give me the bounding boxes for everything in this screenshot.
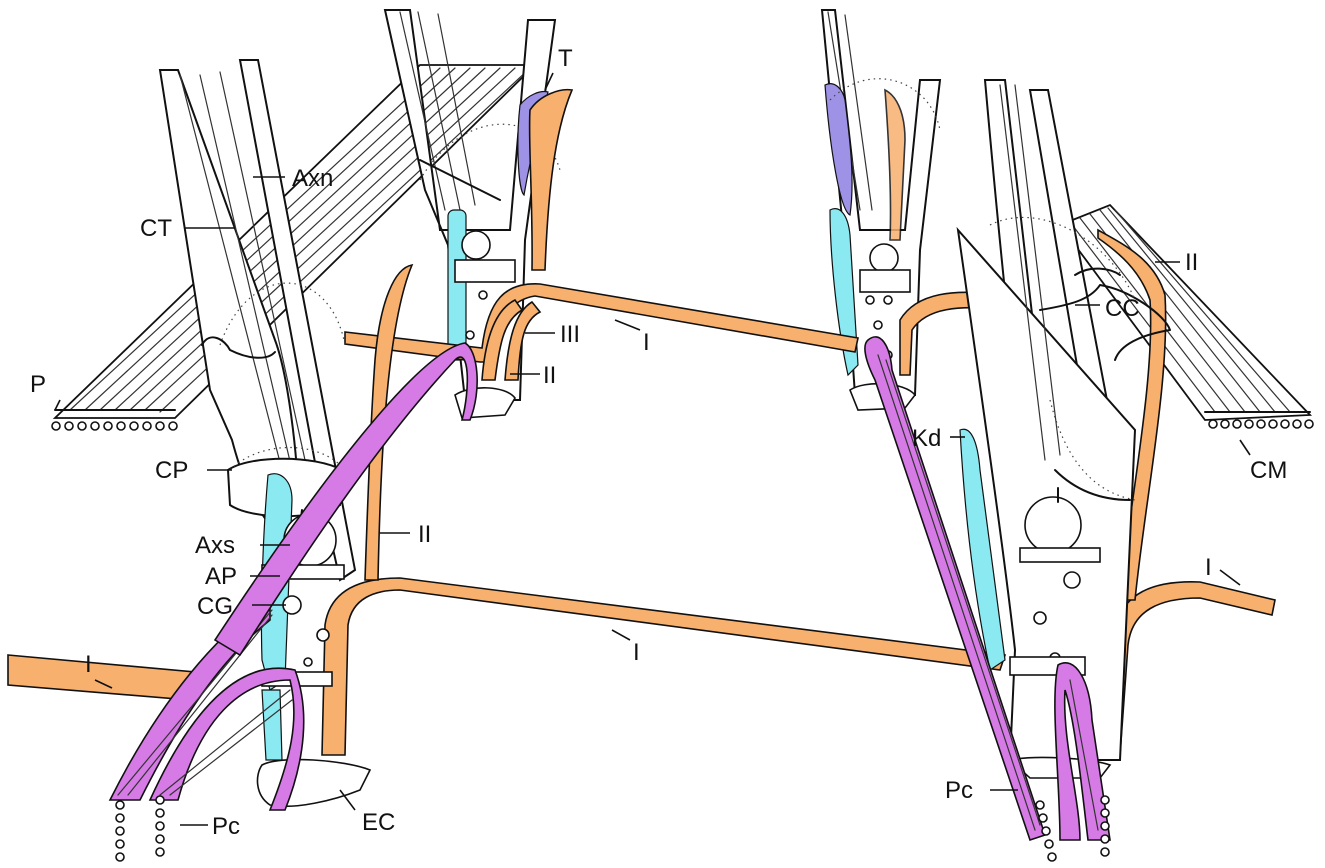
label-ap: AP [205, 563, 237, 590]
label-cm: CM [1250, 457, 1287, 484]
label-i-left: I [85, 651, 92, 678]
label-ii-left: II [418, 521, 431, 548]
label-ii-back: II [543, 362, 556, 389]
label-p: P [30, 371, 46, 398]
muscle-band-i-front [322, 578, 1005, 755]
label-cg: CG [197, 593, 233, 620]
pc-left-ends [116, 796, 164, 861]
label-i-right: I [1205, 554, 1212, 581]
label-i-front: I [633, 639, 640, 666]
label-pc-right: Pc [945, 777, 973, 804]
label-axn: Axn [292, 165, 333, 192]
label-ii-right: II [1185, 249, 1198, 276]
label-cp: CP [155, 457, 188, 484]
label-ec: EC [362, 809, 395, 836]
label-cc: CC [1105, 295, 1140, 322]
muscle-band-i-left [8, 655, 195, 700]
label-ct: CT [140, 215, 172, 242]
label-i-back: I [643, 329, 650, 356]
muscle-band-i-back [345, 284, 858, 362]
label-iii-back: III [560, 321, 580, 348]
label-kd: Kd [912, 425, 941, 452]
label-axs: Axs [195, 532, 235, 559]
label-t: T [558, 45, 573, 72]
cm-ribbon-ends [1209, 420, 1313, 428]
p-ribbon-ends [52, 422, 177, 430]
label-pc-left: Pc [212, 813, 240, 840]
